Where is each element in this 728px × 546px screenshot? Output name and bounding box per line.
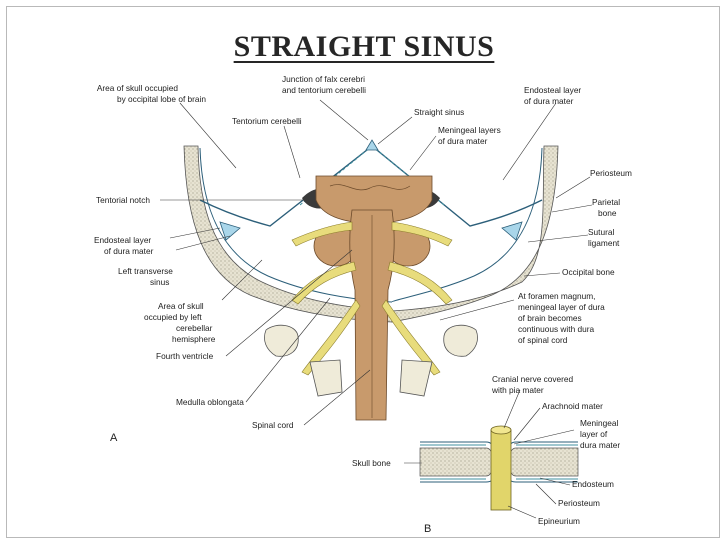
label-junction-2: and tentorium cerebelli	[282, 85, 366, 95]
panel-letter-a: A	[110, 432, 118, 444]
label-junction-1: Junction of falx cerebri	[282, 74, 365, 84]
label-left-transverse-1: Left transverse	[118, 266, 173, 276]
label-foramen-3: of brain becomes	[518, 313, 582, 323]
figure-a: Area of skull occupied by occipital lobe…	[94, 74, 632, 444]
leader-lines-a	[160, 99, 593, 426]
slide-frame	[6, 6, 720, 538]
label-sutural-1: Sutural	[588, 227, 614, 237]
label-left-transverse-2: sinus	[150, 277, 169, 287]
label-medulla: Medulla oblongata	[176, 397, 244, 407]
right-skull-bone	[391, 145, 559, 323]
left-dura-outline	[199, 147, 393, 303]
straight-sinus-shape	[365, 139, 379, 151]
label-periosteum-a: Periosteum	[590, 168, 632, 178]
label-tentorium: Tentorium cerebelli	[232, 116, 302, 126]
panel-letter-b: B	[424, 523, 431, 535]
label-endosteal-left-2: of dura mater	[104, 246, 154, 256]
left-vertebra	[264, 324, 299, 357]
label-area-cerebellar-1: Area of skull	[158, 301, 204, 311]
label-foramen-1: At foramen magnum,	[518, 291, 595, 301]
label-area-cerebellar-4: hemisphere	[172, 334, 216, 344]
midbrain-folds	[329, 184, 411, 191]
label-endosteum: Endosteum	[572, 479, 614, 489]
label-occipital-bone: Occipital bone	[562, 267, 615, 277]
label-tentorial-notch: Tentorial notch	[96, 195, 150, 205]
label-periosteum-b: Periosteum	[558, 498, 600, 508]
label-parietal-1: Parietal	[592, 197, 620, 207]
label-area-occipital-2: by occipital lobe of brain	[117, 94, 206, 104]
label-straight-sinus: Straight sinus	[414, 107, 464, 117]
cranial-nerve-top	[490, 425, 512, 435]
label-area-cerebellar-2: occupied by left	[144, 312, 202, 322]
label-endosteal-right-2: of dura mater	[524, 96, 574, 106]
label-foramen-5: of spinal cord	[518, 335, 568, 345]
label-skull-bone: Skull bone	[352, 458, 391, 468]
right-dura-outline	[391, 147, 543, 303]
label-meningeal-layers-1: Meningeal layers	[438, 125, 501, 135]
label-meningeal-b-3: dura mater	[580, 440, 620, 450]
right-lower-vertebra	[399, 359, 433, 397]
label-meningeal-b-2: layer of	[580, 429, 608, 439]
label-epineurium: Epineurium	[538, 516, 580, 526]
skull-bone-b-right	[509, 447, 579, 477]
label-spinal-cord: Spinal cord	[252, 420, 294, 430]
label-cranial-nerve-1: Cranial nerve covered	[492, 374, 574, 384]
label-area-occipital-1: Area of skull occupied	[97, 83, 179, 93]
label-arachnoid: Arachnoid mater	[542, 401, 603, 411]
right-vertebra	[443, 324, 478, 357]
cranial-nerve-cylinder	[490, 429, 512, 511]
figure-b: Cranial nerve covered with pia mater Ara…	[352, 374, 620, 535]
leader-lines-b	[404, 389, 575, 519]
skull-bone-b	[419, 447, 493, 477]
label-meningeal-b-1: Meningeal	[580, 418, 618, 428]
label-foramen-2: meningeal layer of dura	[518, 302, 605, 312]
labels-a: Area of skull occupied by occipital lobe…	[94, 74, 632, 430]
slide-title: STRAIGHT SINUS	[233, 30, 495, 63]
label-area-cerebellar-3: cerebellar	[176, 323, 213, 333]
left-lower-vertebra	[309, 359, 343, 397]
right-transverse-sinus-shape	[501, 221, 523, 241]
label-parietal-2: bone	[598, 208, 617, 218]
label-endosteal-right-1: Endosteal layer	[524, 85, 581, 95]
label-foramen-4: continuous with dura	[518, 324, 594, 334]
label-cranial-nerve-2: with pia mater	[491, 385, 544, 395]
label-endosteal-left-1: Endosteal layer	[94, 235, 151, 245]
label-meningeal-layers-2: of dura mater	[438, 136, 488, 146]
label-sutural-2: ligament	[588, 238, 620, 248]
label-fourth-ventricle: Fourth ventricle	[156, 351, 214, 361]
cranial-nerves	[291, 221, 453, 376]
left-transverse-sinus-shape	[219, 221, 241, 241]
labels-b: Cranial nerve covered with pia mater Ara…	[352, 374, 620, 526]
